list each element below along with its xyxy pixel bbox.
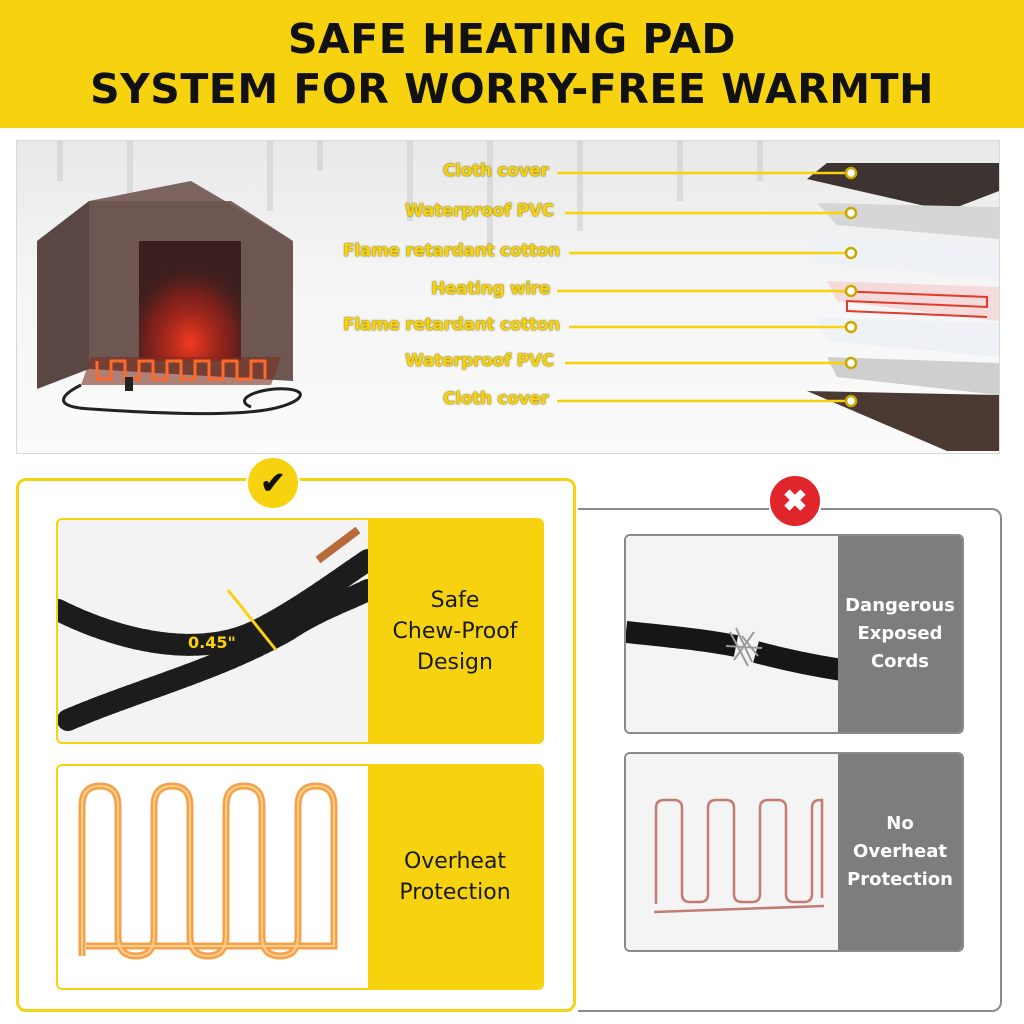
layer-stack-illustration — [807, 163, 999, 451]
layer-label-6: Waterproof PVC — [405, 351, 554, 371]
layer-pointer-arrows — [557, 166, 858, 408]
layer-label-2: Waterproof PVC — [405, 201, 554, 221]
overheat-protection-label: Overheat Protection — [368, 766, 542, 988]
layer-label-4: Heating wire — [431, 279, 551, 299]
heating-wire-graphic — [58, 766, 370, 988]
headline-line-2: SYSTEM FOR WORRY-FREE WARMTH — [90, 65, 934, 113]
checkmark-icon: ✔ — [246, 456, 300, 510]
dog-house-illustration — [37, 181, 302, 416]
cord-dimension-label: 0.45" — [188, 633, 236, 652]
no-overheat-card: No Overheat Protection — [624, 752, 964, 952]
no-overheat-label: No Overheat Protection — [838, 754, 962, 950]
layer-construction-section: Cloth cover Waterproof PVC Flame retarda… — [16, 140, 1000, 454]
header-banner: SAFE HEATING PAD SYSTEM FOR WORRY-FREE W… — [0, 0, 1024, 128]
layer-label-7: Cloth cover — [443, 389, 549, 409]
exposed-cords-label: Dangerous Exposed Cords — [838, 536, 962, 732]
layer-label-1: Cloth cover — [443, 161, 549, 181]
exposed-cords-card: Dangerous Exposed Cords — [624, 534, 964, 734]
armored-cord-photo: 0.45" — [58, 520, 370, 742]
headline-line-1: SAFE HEATING PAD — [288, 15, 736, 63]
overheat-protection-card: Overheat Protection — [56, 764, 544, 990]
damaged-cord-photo — [626, 536, 842, 732]
bare-wire-graphic — [626, 754, 842, 950]
layer-label-3: Flame retardant cotton — [343, 241, 560, 261]
layer-label-5: Flame retardant cotton — [343, 315, 560, 335]
chew-proof-card: 0.45" Safe Chew-Proof Design — [56, 518, 544, 744]
x-mark-icon: ✖ — [768, 474, 822, 528]
chew-proof-label: Safe Chew-Proof Design — [368, 520, 542, 742]
